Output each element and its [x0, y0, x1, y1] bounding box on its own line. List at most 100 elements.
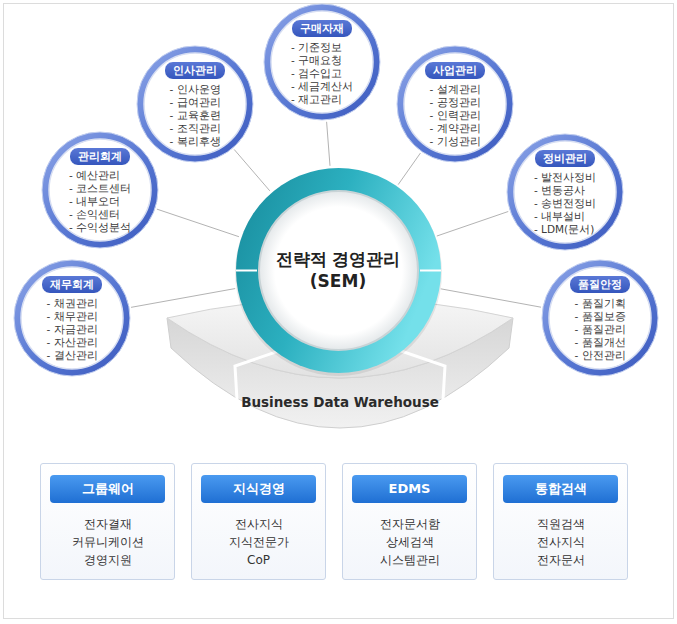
module-item: - 품질개선	[574, 336, 625, 349]
system-box: EDMS전자문서함상세검색시스템관리	[342, 463, 477, 580]
platform-seam	[235, 330, 340, 400]
module-item: - 예산관리	[69, 169, 131, 182]
module-item: - 인사운영	[169, 83, 220, 96]
module-item: - 자금관리	[46, 323, 97, 336]
hub-circle: 전략적 경영관리 (SEM)	[235, 167, 442, 374]
module-list: - 발전사정비- 변동공사- 송변전정비- 내부설비- LDM(문서)	[534, 171, 596, 236]
module-circle: 인사관리 - 인사운영- 급여관리- 교육훈련- 조직관리- 복리후생	[136, 45, 254, 163]
module-item: - 품질보증	[574, 310, 625, 323]
module-item: - 결산관리	[46, 349, 97, 362]
box-item: 전사지식	[494, 533, 627, 551]
blue-ring	[542, 260, 658, 376]
blue-ring	[137, 46, 253, 162]
module-content: 재무회계 - 채권관리- 채무관리- 자금관리- 자산관리- 결산관리	[13, 259, 131, 377]
hub-title: 전략적 경영관리 (SEM)	[268, 248, 408, 292]
module-item: - 변동공사	[534, 184, 596, 197]
connector-line	[234, 149, 270, 190]
module-item: - 손익센터	[69, 208, 131, 221]
box-heading: 지식경영	[201, 475, 316, 503]
module-circle: 품질안정- 품질기획- 품질보증- 품질관리- 품질개선- 안전관리	[541, 259, 659, 377]
box-item: CoP	[192, 551, 325, 569]
module-item: - 발전사정비	[534, 171, 596, 184]
circle-outline	[235, 167, 442, 374]
module-item: - 코스트센터	[69, 182, 131, 195]
module-list: - 예산관리- 코스트센터- 내부오더- 손익센터- 수익성분석	[69, 169, 131, 234]
module-content: 정비관리 - 발전사정비- 변동공사- 송변전정비- 내부설비- LDM(문서)	[506, 133, 624, 251]
ring-tick	[236, 269, 257, 271]
module-list: - 인사운영- 급여관리- 교육훈련- 조직관리- 복리후생	[169, 83, 220, 148]
box-heading: EDMS	[352, 475, 467, 503]
box-item: 전자결재	[41, 515, 174, 533]
module-item: - 기준정보	[291, 41, 353, 54]
box-item: 전사지식	[192, 515, 325, 533]
blue-ring	[507, 134, 623, 250]
box-item: 지식전문가	[192, 533, 325, 551]
box-heading: 통합검색	[503, 475, 618, 503]
connector-line	[441, 289, 541, 307]
ring-tick	[420, 269, 441, 271]
module-item: - 교육훈련	[169, 109, 220, 122]
box-item: 상세검색	[343, 533, 476, 551]
platform-top	[167, 298, 513, 378]
box-item: 시스템관리	[343, 551, 476, 569]
module-content: 관리회계- 예산관리- 코스트센터- 내부오더- 손익센터- 수익성분석	[41, 131, 159, 249]
module-heading: 품질안정	[569, 275, 631, 294]
system-box: 통합검색직원검색전사지식전자문서	[493, 463, 628, 580]
module-content: 품질안정- 품질기획- 품질보증- 품질관리- 품질개선- 안전관리	[541, 259, 659, 377]
module-item: - 품질기획	[574, 297, 625, 310]
outer-frame	[4, 4, 674, 619]
white-disc	[21, 267, 123, 369]
module-item: - 자산관리	[46, 336, 97, 349]
module-item: - 복리후생	[169, 135, 220, 148]
white-disc	[404, 53, 506, 155]
module-list: - 기준정보- 구매요청- 검수입고- 세금계산서- 재고관리	[291, 41, 353, 106]
module-heading: 인사관리	[164, 61, 226, 80]
box-item: 직원검색	[494, 515, 627, 533]
module-item: - 내부설비	[534, 210, 596, 223]
module-item: - 내부오더	[69, 195, 131, 208]
system-box: 그룹웨어전자결재커뮤니케이션경영지원	[40, 463, 175, 580]
module-heading: 재무회계	[41, 275, 103, 294]
box-heading: 그룹웨어	[50, 475, 165, 503]
blue-ring	[14, 260, 130, 376]
box-item: 경영지원	[41, 551, 174, 569]
white-disc	[144, 53, 246, 155]
white-disc	[514, 141, 616, 243]
system-box: 지식경영전사지식지식전문가CoP	[191, 463, 326, 580]
module-item: - 재고관리	[291, 93, 353, 106]
box-item: 커뮤니케이션	[41, 533, 174, 551]
platform-seam	[340, 330, 445, 400]
warehouse-label: Business Data Warehouse	[165, 394, 515, 410]
hub-shadow	[235, 169, 442, 376]
module-content: 사업관리 - 설계관리- 공정관리- 인력관리- 계약관리- 기성관리	[396, 45, 514, 163]
module-item: - 인력관리	[429, 109, 480, 122]
module-item: - 검수입고	[291, 67, 353, 80]
white-disc	[549, 267, 651, 369]
module-item: - 급여관리	[169, 96, 220, 109]
hub-disc	[259, 191, 418, 350]
module-item: - LDM(문서)	[534, 223, 596, 236]
module-circle: 관리회계- 예산관리- 코스트센터- 내부오더- 손익센터- 수익성분석	[41, 131, 159, 249]
connector-line	[131, 289, 235, 308]
module-circle: 사업관리 - 설계관리- 공정관리- 인력관리- 계약관리- 기성관리	[396, 45, 514, 163]
module-heading: 사업관리	[424, 61, 486, 80]
blue-ring	[42, 132, 158, 248]
connector-line	[398, 153, 420, 185]
module-heading: 정비관리	[534, 149, 596, 168]
teal-ring	[236, 168, 441, 373]
blue-ring	[397, 46, 513, 162]
connector-line	[327, 122, 330, 166]
module-list: - 채권관리- 채무관리- 자금관리- 자산관리- 결산관리	[46, 297, 97, 362]
module-item: - 채무관리	[46, 310, 97, 323]
module-circle: 재무회계 - 채권관리- 채무관리- 자금관리- 자산관리- 결산관리	[13, 259, 131, 377]
module-item: - 수익성분석	[69, 221, 131, 234]
module-circle: 정비관리 - 발전사정비- 변동공사- 송변전정비- 내부설비- LDM(문서)	[506, 133, 624, 251]
module-item: - 기성관리	[429, 135, 480, 148]
box-item: 전자문서	[494, 551, 627, 569]
module-circle: 구매자재 - 기준정보- 구매요청- 검수입고- 세금계산서- 재고관리	[263, 3, 381, 121]
module-heading: 구매자재	[291, 19, 353, 38]
module-content: 인사관리 - 인사운영- 급여관리- 교육훈련- 조직관리- 복리후생	[136, 45, 254, 163]
module-item: - 채권관리	[46, 297, 97, 310]
module-item: - 계약관리	[429, 122, 480, 135]
module-list: - 설계관리- 공정관리- 인력관리- 계약관리- 기성관리	[429, 83, 480, 148]
